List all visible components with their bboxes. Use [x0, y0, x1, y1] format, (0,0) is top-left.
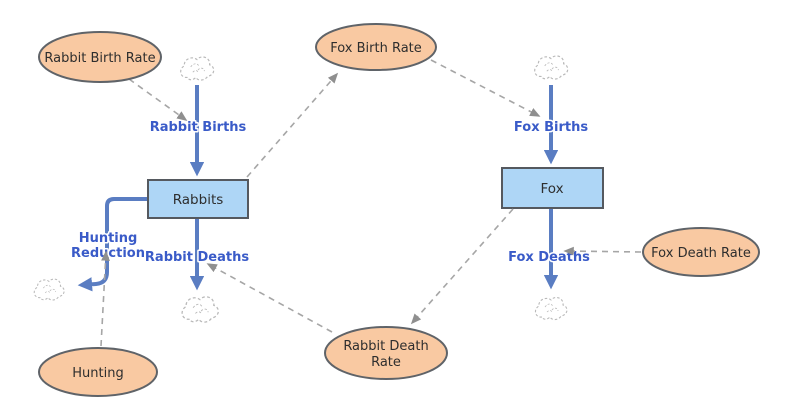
variable-hunting[interactable]: Hunting	[38, 347, 158, 397]
stock-rabbits[interactable]: Rabbits	[147, 179, 249, 219]
cloud-icon-rabbit-deaths-sink[interactable]	[181, 296, 219, 323]
svg-text:Hunting: Hunting	[79, 231, 138, 246]
connector-fox-birth-rate-to-fox-births[interactable]	[430, 59, 541, 117]
svg-text:Rabbit Death: Rabbit Death	[343, 339, 428, 354]
svg-text:Reduction: Reduction	[71, 246, 145, 261]
variable-fox-death-rate[interactable]: Fox Death Rate	[642, 227, 760, 277]
flow-label-hunting-reduction[interactable]: Hunting Reduction	[70, 230, 147, 263]
variable-fox-birth-rate[interactable]: Fox Birth Rate	[315, 23, 437, 71]
flow-label-rabbit-births[interactable]: Rabbit Births	[148, 119, 248, 137]
cloud-icon-fox-births-source[interactable]	[534, 55, 569, 80]
connector-fox-to-rabbit-death-rate[interactable]	[410, 208, 514, 325]
stock-fox[interactable]: Fox	[501, 167, 604, 209]
variable-rabbit-death-rate[interactable]: Rabbit Death Rate	[324, 326, 448, 380]
stock-rabbits-label: Rabbits	[173, 192, 224, 208]
cloud-icon-hunting-reduction-sink[interactable]	[33, 278, 65, 301]
variable-rabbit-birth-rate[interactable]: Rabbit Birth Rate	[38, 31, 162, 83]
connector-fox-death-rate-to-fox-deaths[interactable]	[563, 246, 642, 256]
flow-hunting-reduction[interactable]	[77, 197, 148, 292]
connector-rabbit-death-rate-to-rabbit-deaths[interactable]	[206, 263, 333, 333]
connector-rabbit-birth-rate-to-rabbit-births[interactable]	[128, 78, 188, 121]
connector-rabbits-to-fox-birth-rate[interactable]	[246, 72, 339, 178]
cloud-icon-fox-deaths-sink[interactable]	[534, 296, 568, 321]
variable-rabbit-birth-rate-label: Rabbit Birth Rate	[44, 51, 155, 66]
stock-fox-label: Fox	[540, 181, 563, 197]
variable-fox-death-rate-label: Fox Death Rate	[651, 246, 751, 261]
flow-label-rabbit-deaths[interactable]: Rabbit Deaths	[143, 249, 250, 267]
svg-text:Rate: Rate	[371, 355, 401, 370]
variable-fox-birth-rate-label: Fox Birth Rate	[330, 41, 422, 56]
flow-label-fox-deaths[interactable]: Fox Deaths	[507, 249, 592, 267]
variable-hunting-label: Hunting	[72, 366, 123, 381]
cloud-icon-rabbit-births-source[interactable]	[180, 56, 215, 81]
connector-hunting-to-hunting-reduction[interactable]	[100, 250, 110, 347]
flow-label-fox-births[interactable]: Fox Births	[512, 119, 589, 137]
